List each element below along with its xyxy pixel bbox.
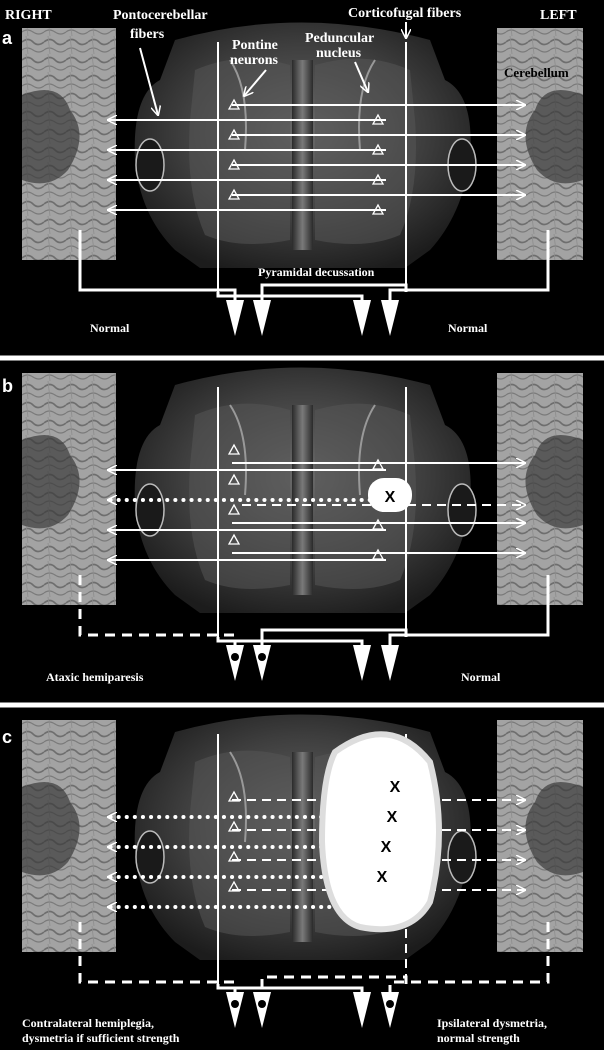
lesion-deficit-dot — [258, 1000, 266, 1008]
right-outcome-line2: dysmetria if sufficient strength — [22, 1031, 180, 1045]
cerebellar-output-path — [388, 230, 550, 300]
peduncular-pointer — [354, 61, 368, 92]
panel-a: a RIGHT LEFT Pontocerebellar fibers Pont… — [2, 6, 584, 336]
descending-arrow-head — [381, 300, 399, 336]
pontocerebellar-label-2: fibers — [130, 27, 165, 42]
peduncular-label: Peduncular — [305, 31, 374, 46]
pontine-label: Pontine — [232, 38, 278, 53]
cerebellar-output-path — [78, 922, 237, 992]
lesion-deficit-dot — [386, 1000, 394, 1008]
pontine-neuron-marker — [227, 473, 241, 485]
cerebellum-label: Cerebellum — [504, 65, 569, 80]
pontocerebellar-label: Pontocerebellar — [113, 8, 208, 23]
left-outcome: Normal — [461, 670, 501, 684]
pontine-neuron-marker — [227, 443, 241, 455]
descending-arrow-head — [353, 300, 371, 336]
pontine-neuron-marker — [227, 790, 241, 802]
pontine-neuron-marker — [227, 188, 241, 200]
fiber-pathways: X — [78, 387, 550, 681]
descending-arrow-head — [226, 645, 244, 681]
pontine-neuron-marker — [371, 458, 385, 470]
lesion-area — [318, 731, 442, 933]
fiber-pathways — [78, 42, 550, 336]
lesion-x-mark: X — [387, 809, 398, 826]
cerebellar-output-path — [78, 575, 237, 645]
panel-b: b X Ataxic hemiparesis Normal — [2, 366, 584, 684]
left-outcome-line1: Ipsilateral dysmetria, — [437, 1016, 547, 1030]
descending-arrow-head — [381, 992, 399, 1028]
descending-arrow-head — [253, 300, 271, 336]
left-outcome: Normal — [448, 321, 488, 335]
descending-arrow-head — [353, 645, 371, 681]
right-outcome: Normal — [90, 321, 130, 335]
corticospinal-path — [216, 292, 364, 300]
left-side-label: LEFT — [540, 8, 577, 23]
pontine-neuron-marker — [227, 158, 241, 170]
pontine-neuron-marker — [227, 128, 241, 140]
pontine-neuron-marker — [371, 548, 385, 560]
lesion-deficit-dot — [231, 1000, 239, 1008]
pontine-neuron-marker — [371, 173, 385, 185]
lesion-x-mark: X — [390, 779, 401, 796]
descending-arrow-head — [253, 992, 271, 1028]
lesion-x-mark: X — [385, 489, 396, 506]
pontine-neuron-marker — [227, 820, 241, 832]
pontine-pointer — [244, 69, 267, 96]
left-outcome-line2: normal strength — [437, 1031, 520, 1045]
descending-arrow-head — [226, 992, 244, 1028]
corticofugal-label: Corticofugal fibers — [348, 6, 462, 21]
lesion-deficit-dot — [231, 653, 239, 661]
right-side-label: RIGHT — [5, 8, 52, 23]
corticospinal-path — [260, 283, 408, 300]
pontocerebellar-pointer — [139, 47, 158, 115]
descending-arrow-head — [353, 992, 371, 1028]
panel-letter: c — [2, 727, 12, 747]
pontine-neuron-marker — [227, 503, 241, 515]
panel-letter: a — [2, 28, 13, 48]
right-outcome-line1: Contralateral hemiplegia, — [22, 1016, 154, 1030]
pontine-neuron-marker — [371, 143, 385, 155]
descending-arrow-head — [226, 300, 244, 336]
pontine-neuron-marker — [371, 113, 385, 125]
corticospinal-path — [260, 628, 408, 645]
pontine-neuron-marker — [371, 518, 385, 530]
descending-arrow-head — [381, 645, 399, 681]
pontine-neuron-marker — [227, 533, 241, 545]
pontine-neuron-marker — [227, 98, 241, 110]
descending-arrow-head — [253, 645, 271, 681]
cerebellar-output-path — [388, 575, 550, 645]
cerebellar-output-path — [388, 922, 550, 992]
pontine-label-2: neurons — [230, 53, 279, 68]
lesion-area — [368, 478, 412, 512]
corticospinal-path — [216, 637, 364, 645]
lesion-deficit-dot — [258, 653, 266, 661]
panel-letter: b — [2, 376, 13, 396]
corticospinal-path — [216, 984, 364, 992]
pontine-neuron-marker — [371, 203, 385, 215]
pyramidal-decussation-label: Pyramidal decussation — [258, 265, 375, 279]
pontine-neuron-marker — [227, 880, 241, 892]
right-outcome: Ataxic hemiparesis — [46, 670, 144, 684]
peduncular-label-2: nucleus — [316, 46, 362, 61]
corticospinal-path — [260, 975, 408, 992]
lesion-x-mark: X — [377, 869, 388, 886]
lesion-x-mark: X — [381, 839, 392, 856]
pontine-neuron-marker — [227, 850, 241, 862]
